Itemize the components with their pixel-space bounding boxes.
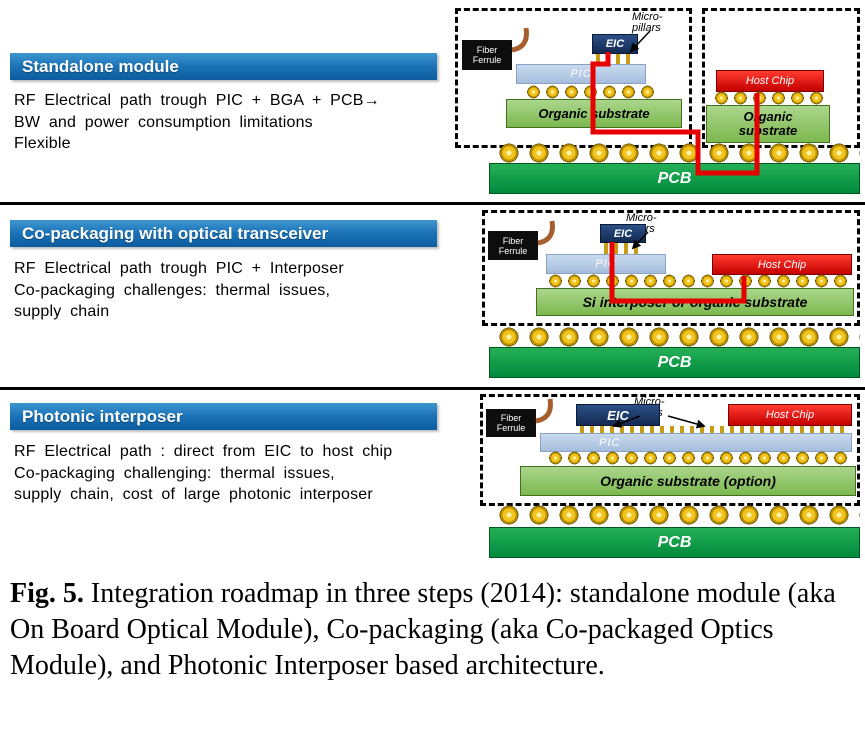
- desc-line: RF Electrical path trough PIC + Interpos…: [14, 260, 344, 277]
- section-title-standalone: Standalone module: [10, 53, 437, 80]
- pic-chip: PIC: [540, 433, 852, 452]
- solder-ball-row: [524, 85, 656, 99]
- organic-substrate: Organic substrate: [706, 105, 830, 143]
- si-interposer-substrate: Si interposer or organic substrate: [536, 288, 854, 316]
- pcb-bar: PCB: [489, 527, 860, 558]
- section-title-copackaging: Co-packaging with optical transceiver: [10, 220, 437, 247]
- pcb-bar: PCB: [489, 347, 860, 378]
- desc-line: supply chain: [14, 303, 110, 320]
- desc-line: BW and power consumption limitations: [14, 113, 313, 131]
- pic-chip: PIC: [516, 64, 646, 84]
- figure-caption-text: Integration roadmap in three steps (2014…: [10, 578, 836, 681]
- pcb-bar: PCB: [489, 163, 860, 194]
- figure-caption-label: Fig. 5.: [10, 578, 84, 609]
- solder-ball-row: [546, 451, 850, 465]
- solder-ball-row: [712, 91, 828, 105]
- eic-chip: EIC: [600, 224, 646, 243]
- eic-chip: EIC: [592, 34, 638, 54]
- fiber-ferrule-block: Fiber Ferrule: [462, 40, 512, 70]
- pic-chip: PIC: [546, 254, 666, 274]
- desc-line: supply chain, cost of large photonic int…: [14, 486, 373, 503]
- organic-substrate-option: Organic substrate (option): [520, 466, 856, 496]
- section-desc-photonic: RF Electrical path : direct from EIC to …: [14, 441, 464, 506]
- fiber-ferrule-block: Fiber Ferrule: [486, 409, 536, 437]
- bga-ball-row: [494, 505, 860, 526]
- figure-caption: Fig. 5. Integration roadmap in three ste…: [10, 576, 862, 684]
- micropillar-row: [580, 426, 850, 434]
- photonic-interposer-dashed-boundary: [480, 394, 860, 506]
- desc-line: Flexible: [14, 135, 71, 152]
- eic-chip: EIC: [576, 404, 660, 426]
- desc-line: Co-packaging challenges: thermal issues,: [14, 281, 331, 299]
- organic-substrate: Organic substrate: [506, 99, 682, 128]
- host-chip: Host Chip: [716, 70, 824, 92]
- desc-line: RF Electrical path trough PIC + BGA + PC…: [14, 92, 380, 109]
- micropillar-row: [604, 243, 644, 254]
- host-chip: Host Chip: [728, 404, 852, 426]
- micropillars-label: Micro- pillars: [632, 11, 663, 34]
- section-title-photonic-interposer: Photonic interposer: [10, 403, 437, 430]
- section-divider: [0, 202, 865, 205]
- copackage-dashed-boundary: [482, 210, 860, 326]
- bga-ball-row: [494, 143, 860, 164]
- section-desc-standalone: RF Electrical path trough PIC + BGA + PC…: [14, 90, 464, 155]
- section-divider: [0, 387, 865, 390]
- host-chip: Host Chip: [712, 254, 852, 275]
- fiber-ferrule-block: Fiber Ferrule: [488, 231, 538, 260]
- bga-ball-row: [494, 327, 860, 348]
- section-desc-copackaging: RF Electrical path trough PIC + Interpos…: [14, 258, 464, 323]
- solder-ball-row: [546, 274, 850, 288]
- desc-line: Co-packaging challenging: thermal issues…: [14, 464, 335, 482]
- desc-line: RF Electrical path : direct from EIC to …: [14, 443, 393, 460]
